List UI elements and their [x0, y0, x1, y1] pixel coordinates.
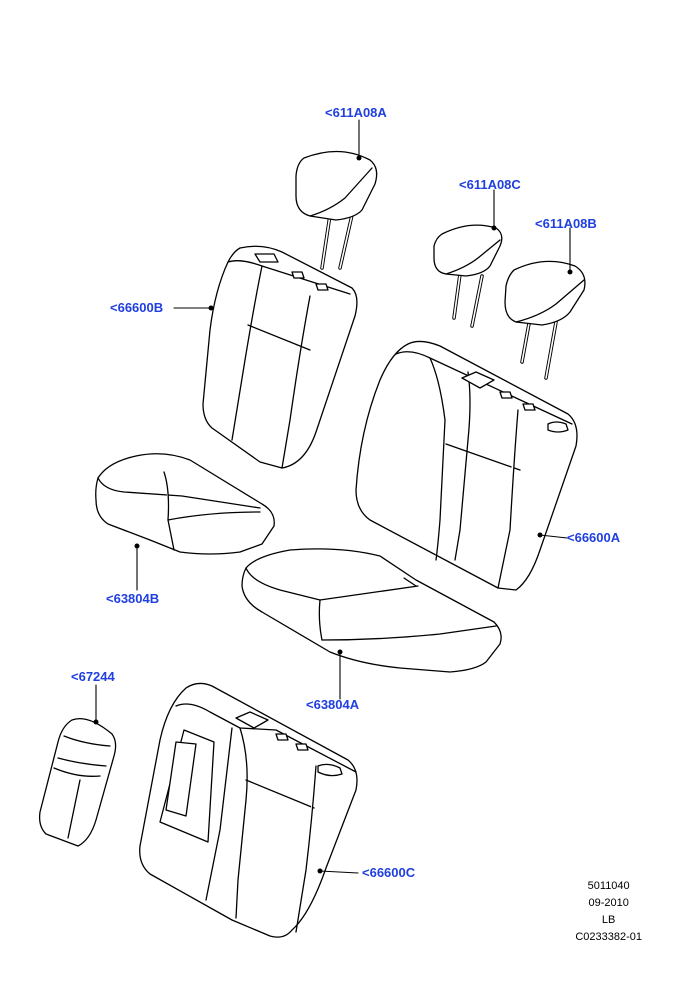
- label-66600b[interactable]: <66600B: [110, 300, 164, 315]
- drawing-number: 5011040: [587, 880, 630, 892]
- drawing-info: 5011040 09-2010 LB C0233382-01: [575, 878, 642, 946]
- backrest-66600c[interactable]: [139, 682, 358, 938]
- label-63804b[interactable]: <63804B: [106, 591, 160, 606]
- label-66600a[interactable]: <66600A: [567, 530, 621, 545]
- label-67244[interactable]: <67244: [71, 669, 115, 684]
- headrest-611a08a[interactable]: [295, 150, 378, 270]
- cushion-63804b[interactable]: [95, 453, 275, 555]
- drawing-date: 09-2010: [588, 897, 629, 909]
- drawing-code: LB: [601, 914, 616, 926]
- armrest-67244[interactable]: [38, 717, 117, 847]
- headrest-611a08c[interactable]: [433, 224, 503, 328]
- label-611a08c[interactable]: <611A08C: [459, 177, 521, 192]
- leader-dots: [93, 155, 573, 874]
- drawing-reference: C0233382-01: [575, 931, 642, 943]
- leader-lines: [95, 119, 571, 874]
- backrest-66600a[interactable]: [355, 340, 578, 591]
- headrest-611a08b[interactable]: [504, 260, 586, 380]
- label-66600c[interactable]: <66600C: [362, 865, 416, 880]
- backrest-66600b[interactable]: [202, 245, 358, 469]
- label-63804a[interactable]: <63804A: [306, 697, 360, 712]
- label-611a08a[interactable]: <611A08A: [325, 105, 387, 120]
- label-611a08b[interactable]: <611A08B: [535, 216, 597, 231]
- cushion-63804a[interactable]: [241, 548, 502, 673]
